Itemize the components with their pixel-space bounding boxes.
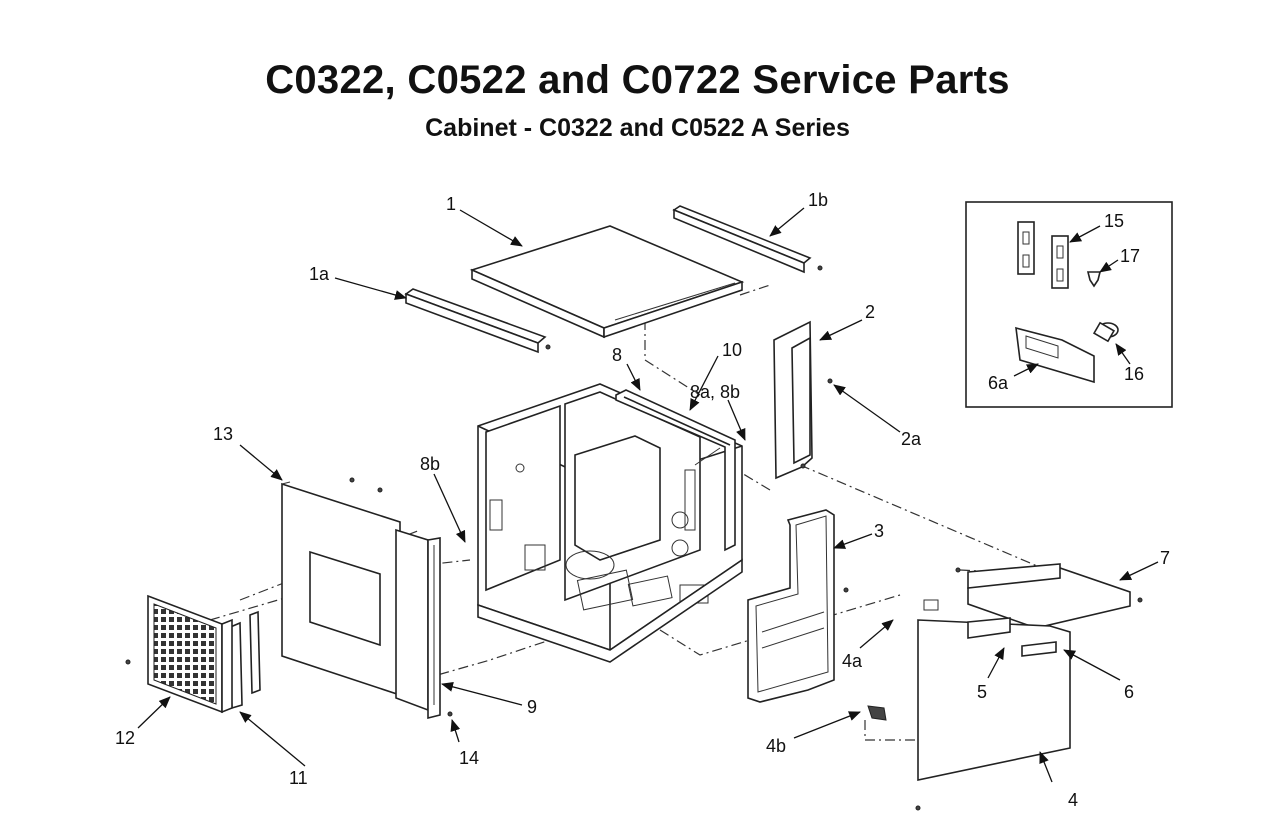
callout-11: 11 (289, 768, 308, 788)
part-2-side-panel (773, 320, 833, 480)
callout-16: 16 (1124, 364, 1144, 384)
callout-14: 14 (459, 748, 479, 768)
part-12-front-grille (125, 594, 233, 714)
callout-5: 5 (977, 682, 987, 702)
callout-8a-8b: 8a, 8b (690, 382, 740, 402)
callout-6a: 6a (988, 373, 1009, 393)
part-4-door (915, 617, 1071, 811)
callout-4a: 4a (842, 651, 863, 671)
part-3-side-gasket (747, 509, 849, 703)
part-1-top-panel (469, 225, 745, 339)
part-4a-hinge (923, 599, 939, 611)
part-8-10-rear-frames (615, 389, 736, 552)
callout-12: 12 (115, 728, 135, 748)
callout-15: 15 (1104, 211, 1124, 231)
part-1a-front-trim (404, 288, 551, 354)
callout-13: 13 (213, 424, 233, 444)
callout-2: 2 (865, 302, 875, 322)
callout-4: 4 (1068, 790, 1078, 810)
callout-labels: 1 1a 1b 2 2a 3 8 10 8a, 8b 13 8b 9 14 11… (115, 190, 1170, 810)
callout-8: 8 (612, 345, 622, 365)
callout-6: 6 (1124, 682, 1134, 702)
callout-8b: 8b (420, 454, 440, 474)
page-title: C0322, C0522 and C0722 Service Parts (265, 58, 1010, 102)
callout-9: 9 (527, 697, 537, 717)
page-subtitle: Cabinet - C0322 and C0522 A Series (425, 114, 850, 142)
callout-2a: 2a (901, 429, 922, 449)
inset-small-parts (965, 201, 1173, 408)
callout-3: 3 (874, 521, 884, 541)
callout-17: 17 (1120, 246, 1140, 266)
callout-1: 1 (446, 194, 456, 214)
callout-leaders (137, 207, 1159, 783)
part-4b-latch (867, 705, 887, 721)
part-13-left-panel (281, 477, 401, 697)
callout-1a: 1a (309, 264, 330, 284)
cabinet-chassis (477, 383, 743, 663)
callout-4b: 4b (766, 736, 786, 756)
callout-10: 10 (722, 340, 742, 360)
part-1b-rear-trim (672, 205, 823, 274)
callout-7: 7 (1160, 548, 1170, 568)
part-9-front-bracket (395, 528, 453, 720)
callout-1b: 1b (808, 190, 828, 210)
part-7-top-bracket (955, 563, 1143, 629)
